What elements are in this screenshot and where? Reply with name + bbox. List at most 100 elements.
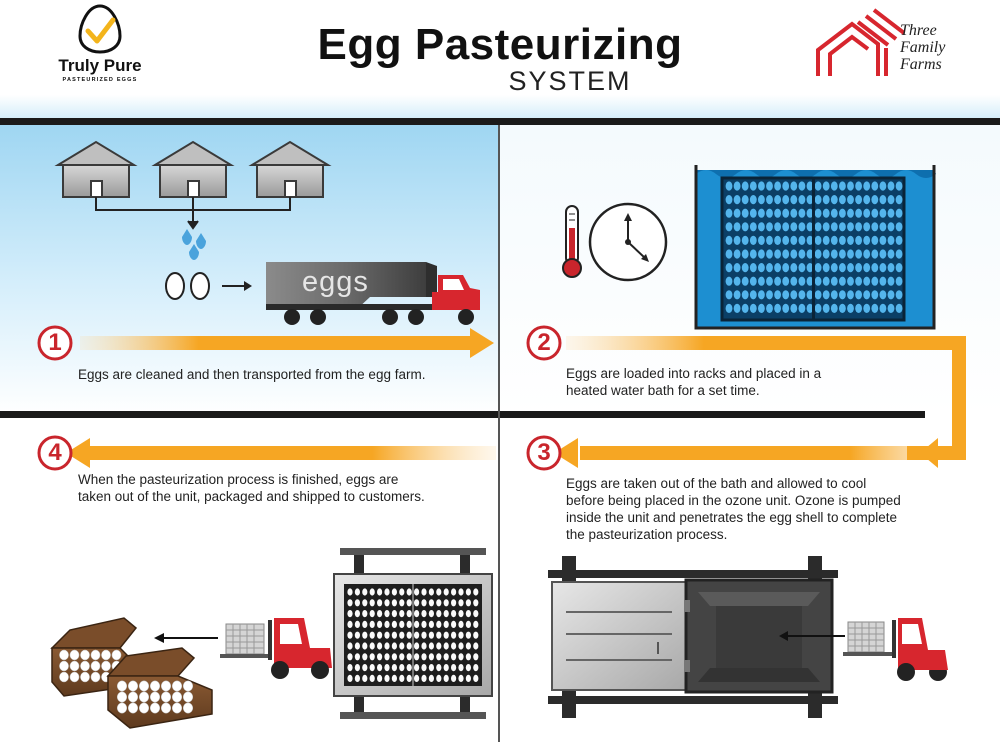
racked-egg (465, 674, 471, 683)
racked-egg (443, 599, 449, 607)
submerged-egg (806, 263, 814, 273)
carton-egg (80, 671, 90, 683)
racked-egg (421, 674, 427, 683)
racked-egg (384, 588, 390, 596)
submerged-egg (879, 303, 887, 313)
submerged-egg (847, 290, 854, 300)
submerged-egg (790, 181, 798, 191)
racked-egg (465, 631, 471, 639)
racked-egg (458, 653, 464, 661)
racked-egg (391, 599, 397, 607)
submerged-egg (847, 195, 854, 205)
racked-egg (421, 631, 427, 639)
submerged-egg (871, 195, 879, 205)
carton-egg (116, 691, 128, 703)
submerged-egg (798, 249, 806, 259)
submerged-egg (733, 195, 741, 205)
submerged-egg (895, 290, 903, 300)
racked-egg (391, 588, 397, 596)
thermometer-icon (562, 205, 582, 278)
brand-tagline: PASTEURIZED EGGS (62, 77, 138, 83)
racked-egg (436, 653, 442, 661)
submerged-egg (725, 195, 733, 205)
submerged-egg (847, 235, 854, 245)
racked-egg (421, 588, 427, 596)
racked-egg (443, 642, 449, 650)
submerged-egg (798, 303, 806, 313)
racked-egg (428, 642, 434, 650)
submerged-egg (733, 235, 741, 245)
submerged-egg (725, 303, 733, 313)
submerged-egg (749, 303, 757, 313)
racked-egg (406, 664, 412, 672)
carton-egg (160, 680, 172, 692)
submerged-egg (895, 181, 903, 191)
carton-egg (138, 680, 150, 692)
racked-egg (406, 599, 412, 607)
submerged-egg (895, 195, 903, 205)
water-bath-icon (694, 165, 936, 330)
submerged-egg (725, 181, 733, 191)
submerged-egg (822, 249, 830, 259)
racked-egg (443, 653, 449, 661)
carton-egg (59, 671, 69, 683)
racked-egg (443, 664, 449, 672)
submerged-egg (782, 290, 790, 300)
carton-egg (182, 680, 194, 692)
submerged-egg (766, 249, 773, 259)
submerged-egg (879, 263, 887, 273)
submerged-egg (806, 235, 814, 245)
carton-egg (90, 660, 101, 672)
submerged-egg (814, 235, 822, 245)
submerged-egg (830, 208, 838, 218)
submerged-egg (895, 208, 903, 218)
racked-egg (458, 642, 464, 650)
racked-egg (347, 610, 353, 618)
submerged-egg (863, 303, 871, 313)
submerged-egg (871, 181, 879, 191)
submerged-egg (814, 181, 822, 191)
submerged-egg (790, 303, 798, 313)
submerged-egg (790, 263, 798, 273)
barn-icon (248, 140, 332, 198)
carton-egg (149, 680, 161, 692)
submerged-egg (733, 263, 741, 273)
racked-egg (451, 674, 457, 683)
submerged-egg (798, 263, 806, 273)
barn-icon (151, 140, 235, 198)
submerged-egg (758, 249, 765, 259)
submerged-egg (879, 290, 887, 300)
egg-check-icon (78, 4, 122, 54)
submerged-egg (830, 263, 838, 273)
submerged-egg (749, 276, 757, 286)
submerged-egg (879, 208, 887, 218)
submerged-egg (749, 195, 757, 205)
submerged-egg (822, 303, 830, 313)
submerged-egg (895, 249, 903, 259)
racked-egg (406, 588, 412, 596)
submerged-egg (806, 303, 814, 313)
racked-egg (428, 588, 434, 596)
racked-egg (369, 631, 375, 639)
racked-egg (414, 674, 420, 683)
carton-egg (59, 649, 69, 661)
racked-egg (347, 631, 353, 639)
racked-egg (391, 653, 397, 661)
submerged-egg (879, 249, 887, 259)
racked-egg (451, 664, 457, 672)
racked-egg (414, 610, 420, 618)
submerged-egg (847, 222, 854, 232)
submerged-egg (863, 235, 871, 245)
submerged-egg (741, 303, 749, 313)
carton-egg (127, 680, 139, 692)
submerged-egg (782, 235, 790, 245)
racked-egg (377, 664, 383, 672)
racked-egg (362, 610, 368, 618)
brand-name: Truly Pure (58, 56, 142, 75)
submerged-egg (847, 263, 854, 273)
submerged-egg (741, 290, 749, 300)
submerged-egg (887, 208, 895, 218)
submerged-egg (790, 235, 798, 245)
racked-egg (473, 664, 479, 672)
